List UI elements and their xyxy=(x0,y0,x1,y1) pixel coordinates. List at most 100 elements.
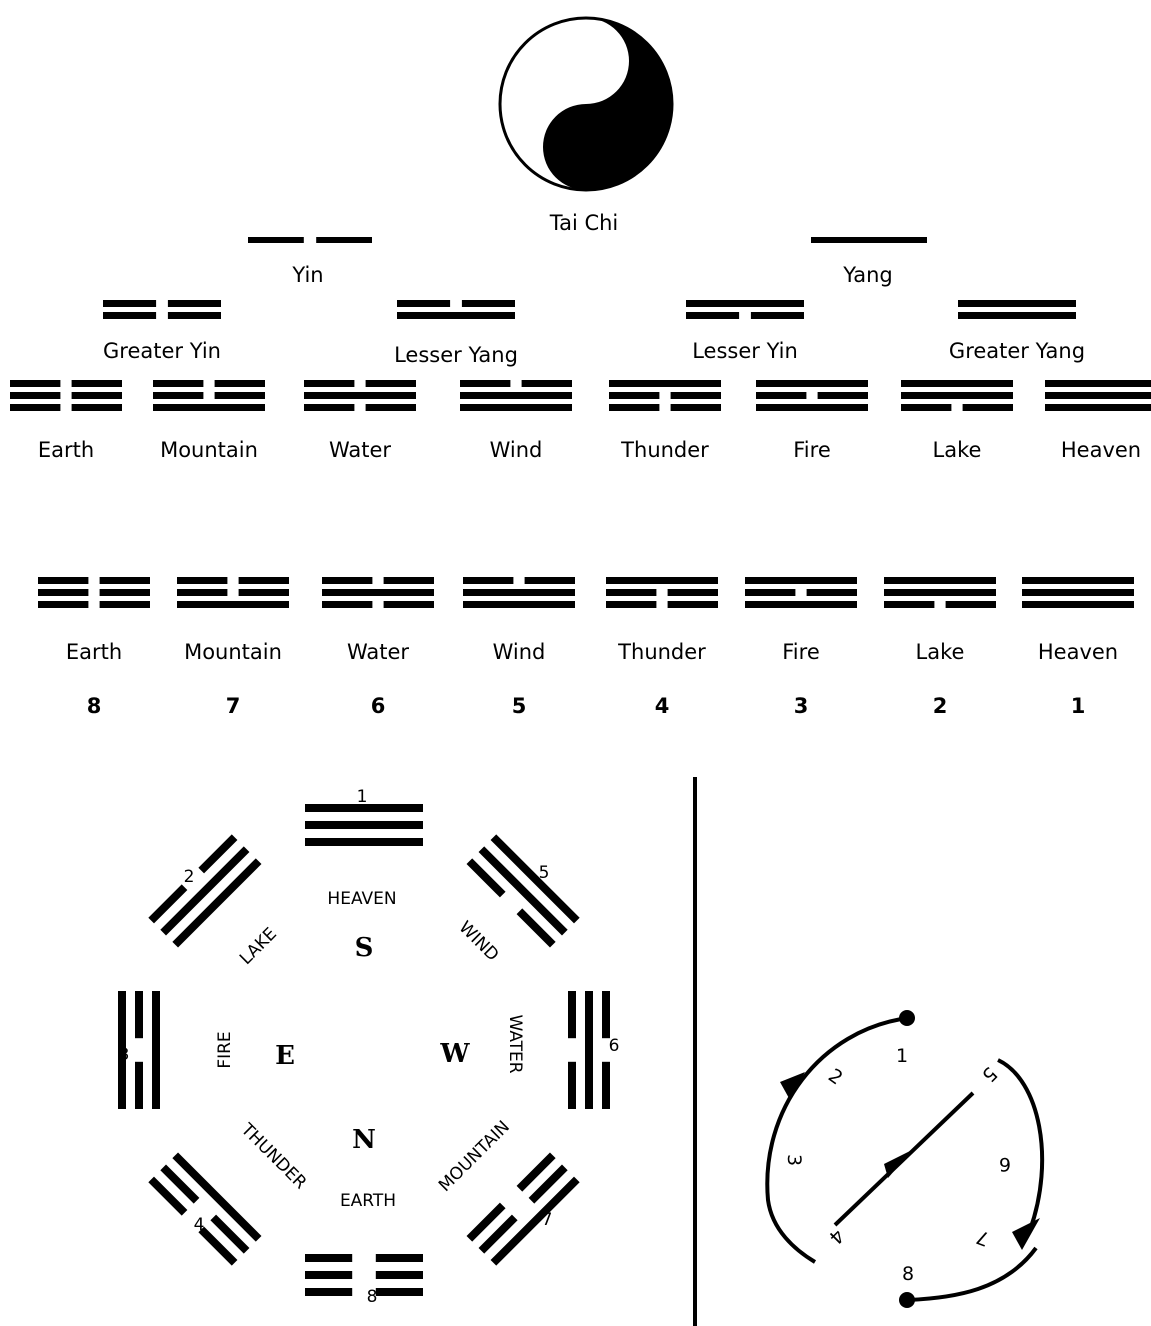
yin-line-segment xyxy=(750,312,804,319)
trigram-bottom-mountain-symbol xyxy=(177,577,289,608)
trigram-bottom-lake-number: 2 xyxy=(932,694,948,718)
yang-line xyxy=(745,601,857,608)
bagua-label-wind: WIND xyxy=(455,918,503,966)
bagua-label-lake: LAKE xyxy=(236,924,281,969)
bagua-arrangement: 1 HEAVEN 2 LAKE 3 FIRE 4 THUNDER 5 WIND … xyxy=(118,787,620,1307)
trigram-bottom-heaven-number: 1 xyxy=(1070,694,1086,718)
yin-line-segment xyxy=(806,589,857,596)
yang-line xyxy=(811,237,927,243)
yin-line-segment xyxy=(463,577,514,584)
bagua-number-thunder: 4 xyxy=(194,1215,205,1235)
bagua-label-thunder: THUNDER xyxy=(236,1119,310,1193)
bagua-trigram-thunder xyxy=(148,1152,262,1266)
arrow-icon-3 xyxy=(1012,1218,1040,1250)
arrow-icon-1 xyxy=(780,1072,805,1100)
yin-yang-icon xyxy=(498,16,674,192)
yang-line xyxy=(756,380,868,387)
yin-line-segment xyxy=(103,312,157,319)
trigram-top-thunder-label: Thunder xyxy=(621,438,709,462)
yin-line-segment xyxy=(602,1061,610,1110)
direction-south: S xyxy=(355,933,374,963)
seq-number-2: 2 xyxy=(824,1065,847,1090)
yin-line-segment xyxy=(365,380,416,387)
yang-line xyxy=(118,991,126,1109)
trigram-top-lake-symbol xyxy=(901,380,1013,411)
yang-line xyxy=(172,1152,262,1242)
bagua-number-mountain: 7 xyxy=(542,1210,553,1230)
seq-number-3: 3 xyxy=(783,1154,805,1166)
trigram-bottom-lake-symbol xyxy=(884,577,996,608)
bagua-label-water: WATER xyxy=(505,1014,525,1073)
trigram-bottom-wind-label: Wind xyxy=(492,640,546,664)
yin-line-segment xyxy=(71,380,122,387)
yin-line-segment xyxy=(945,601,996,608)
yin-line-segment xyxy=(177,577,228,584)
yang-line xyxy=(305,838,423,846)
trigram-bottom-thunder-label: Thunder xyxy=(618,640,706,664)
direction-east: E xyxy=(275,1041,295,1071)
bigram-lesser-yin-symbol xyxy=(686,300,804,319)
trigram-bottom-heaven-symbol xyxy=(1022,577,1134,608)
trigram-top-mountain-symbol xyxy=(153,380,265,411)
trigram-bottom-earth-symbol xyxy=(38,577,150,608)
yin-line-segment xyxy=(322,601,373,608)
yang-line xyxy=(1045,380,1151,387)
yin-line-symbol xyxy=(248,237,372,243)
bigram-greater-yin-label: Greater Yin xyxy=(103,339,221,363)
direction-west: W xyxy=(439,1039,470,1069)
yin-line-segment xyxy=(71,404,122,411)
yin-line-segment xyxy=(524,577,575,584)
yang-line xyxy=(177,601,289,608)
yin-line-segment xyxy=(305,1288,353,1296)
yin-line-segment xyxy=(670,404,721,411)
bagua-label-heaven: HEAVEN xyxy=(327,889,396,909)
yang-line xyxy=(153,404,265,411)
seq-number-5: 5 xyxy=(977,1062,1001,1086)
trigram-top-heaven-label: Heaven xyxy=(1060,438,1142,462)
bigram-lesser-yang-symbol xyxy=(397,300,515,319)
yin-line-segment xyxy=(153,392,204,399)
yin-line-segment xyxy=(478,1214,518,1254)
yang-line xyxy=(1022,577,1134,584)
yin-line-segment xyxy=(322,577,373,584)
trigram-bottom-mountain-label: Mountain xyxy=(184,640,282,664)
bagua-number-fire: 3 xyxy=(119,1045,130,1065)
yin-line-segment xyxy=(962,404,1013,411)
yin-line-segment xyxy=(375,1288,423,1296)
trigram-top-wind-symbol xyxy=(460,380,572,411)
yang-line xyxy=(585,991,593,1109)
yin-line-segment xyxy=(466,1202,506,1242)
yin-line-segment xyxy=(99,601,150,608)
end-point-icon xyxy=(899,1292,915,1308)
trigram-bottom-fire-label: Fire xyxy=(782,640,820,664)
bagua-number-heaven: 1 xyxy=(357,787,368,807)
yin-line-segment xyxy=(148,1176,188,1216)
yin-line-segment xyxy=(609,404,660,411)
yang-line-symbol xyxy=(811,237,927,243)
trigram-top-water-symbol xyxy=(304,380,416,411)
bagua-trigram-heaven xyxy=(305,804,423,846)
yin-line-segment xyxy=(167,300,221,307)
bigram-greater-yin-symbol xyxy=(103,300,221,319)
bagua-number-water: 6 xyxy=(609,1036,620,1056)
trigram-top-wind-label: Wind xyxy=(489,438,543,462)
yang-line xyxy=(958,300,1076,307)
yin-line-segment xyxy=(248,237,304,243)
seq-number-7: 7 xyxy=(974,1225,993,1250)
path-arc-1-to-4 xyxy=(765,1016,909,1264)
yin-line-segment xyxy=(10,404,61,411)
trigram-top-water-label: Water xyxy=(328,438,392,462)
yin-line-segment xyxy=(383,601,434,608)
direction-north: N xyxy=(352,1125,376,1155)
yang-line xyxy=(322,589,434,596)
seq-number-8: 8 xyxy=(902,1263,914,1285)
yang-line xyxy=(958,312,1076,319)
trigram-bottom-fire-symbol xyxy=(745,577,857,608)
yin-line-segment xyxy=(602,991,610,1039)
trigram-bottom-thunder-number: 4 xyxy=(654,694,670,718)
trigram-top-earth-symbol xyxy=(10,380,122,411)
yang-line xyxy=(460,392,572,399)
bagua-trigram-mountain xyxy=(466,1152,580,1266)
bagua-number-earth: 8 xyxy=(367,1287,378,1307)
